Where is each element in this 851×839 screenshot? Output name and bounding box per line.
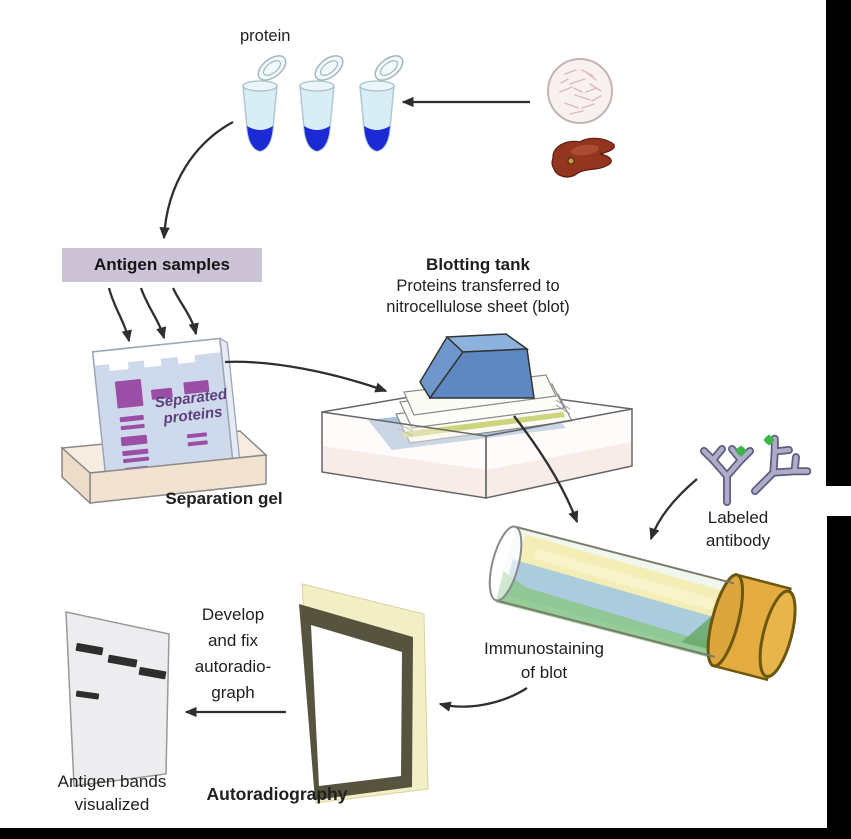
separation-gel-caption: Separation gel bbox=[165, 489, 283, 508]
develop-caption: Develop and fix autoradio- graph bbox=[194, 605, 272, 702]
liver-icon bbox=[551, 137, 615, 178]
antigen-bands-caption: Antigen bands visualized bbox=[57, 772, 167, 814]
blotting-tank-illustration bbox=[321, 333, 633, 499]
antibody-icon bbox=[700, 445, 754, 506]
petri-dish-icon bbox=[547, 58, 613, 124]
separation-gel-illustration bbox=[60, 337, 268, 505]
blotting-tank-subtitle-2: nitrocellulose sheet (blot) bbox=[386, 298, 570, 316]
arrow-antibody-to-tube bbox=[649, 478, 698, 541]
arrow-sample-to-well-1 bbox=[107, 287, 132, 343]
antigen-samples-box: Antigen samples bbox=[62, 248, 262, 282]
labeled-antibody-caption: Labeled antibody bbox=[705, 508, 771, 550]
autoradiography-caption: Autoradiography bbox=[206, 784, 348, 804]
autoradiograph-film bbox=[299, 583, 429, 804]
immunostaining-caption: Immunostaining of blot bbox=[483, 639, 604, 682]
fluorescent-label-icon bbox=[735, 434, 775, 457]
sample-tubes bbox=[242, 55, 404, 152]
tube-cap bbox=[706, 573, 797, 682]
gel-slab bbox=[91, 337, 242, 484]
antibody-icon bbox=[750, 434, 812, 496]
microcentrifuge-tube-icon bbox=[359, 55, 404, 152]
black-bar-right-top bbox=[826, 0, 851, 486]
black-bar-bottom bbox=[0, 828, 851, 839]
result-sheet bbox=[65, 611, 170, 787]
antigen-bands-marks bbox=[75, 642, 167, 700]
arrow-sample-to-well-3 bbox=[171, 287, 199, 336]
flow-arrows bbox=[107, 96, 698, 718]
arrow-gel-to-tank bbox=[224, 360, 388, 393]
blotting-tank-subtitle-1: Proteins transferred to bbox=[396, 276, 560, 295]
blotting-tank-caption: Blotting tank Proteins transferred to ni… bbox=[340, 254, 616, 319]
arrow-sample-to-well-2 bbox=[139, 287, 167, 340]
blotting-tank-title: Blotting tank bbox=[426, 255, 530, 274]
arrow-tube-to-film bbox=[438, 687, 528, 712]
microcentrifuge-tube-icon bbox=[299, 55, 344, 152]
protein-label: protein bbox=[240, 27, 291, 45]
arrow-tubes-to-samples bbox=[159, 120, 234, 240]
microcentrifuge-tube-icon bbox=[242, 55, 287, 152]
black-bar-right-bottom bbox=[827, 516, 851, 839]
arrow-tank-to-tube bbox=[513, 415, 579, 524]
gel-weight bbox=[419, 333, 535, 400]
hybridization-tube-icon bbox=[488, 525, 797, 682]
